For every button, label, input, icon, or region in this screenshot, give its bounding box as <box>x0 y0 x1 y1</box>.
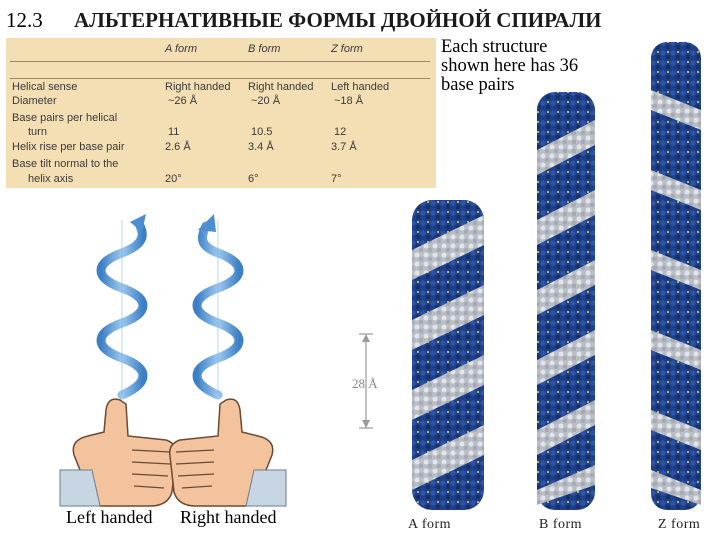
caption-line: Each structure <box>441 37 548 57</box>
header-b-form: B form <box>248 43 281 55</box>
arrow-icon <box>198 214 216 232</box>
right-handed-label: Right handed <box>180 507 277 527</box>
caption-line: shown here has 36 <box>441 56 579 76</box>
z-form-model <box>651 42 701 510</box>
table-cell: ~26 Å <box>168 95 198 107</box>
properties-table <box>6 38 436 188</box>
left-handed-label: Left handed <box>66 507 153 527</box>
table-cell: 7° <box>331 173 342 185</box>
b-form-model <box>537 92 595 510</box>
a-form-model <box>412 200 484 510</box>
table-cell: 12 <box>334 126 347 138</box>
row-label: Helix rise per base pair <box>12 141 125 153</box>
left-hand-icon <box>59 398 178 507</box>
left-handed-helix <box>96 214 148 400</box>
arrow-icon <box>130 214 146 232</box>
header-z-form: Z form <box>331 43 363 55</box>
table-cell: ~18 Å <box>334 95 364 107</box>
scale-label: 28 Å <box>352 376 378 391</box>
table-cell: ~20 Å <box>251 95 281 107</box>
table-cell: 10.5 <box>251 126 273 138</box>
a-form-label: A form <box>408 517 452 532</box>
right-handed-helix <box>192 214 244 400</box>
row-label: Base tilt normal to the <box>12 158 119 170</box>
table-rule-header <box>10 78 430 79</box>
table-cell: 2.6 Å <box>165 141 191 153</box>
table-cell: Right handed <box>165 81 231 93</box>
table-cell: Left handed <box>331 81 390 93</box>
row-label: Diameter <box>12 95 57 107</box>
row-label: Base pairs per helical <box>12 112 118 124</box>
caption-line: base pairs <box>441 75 515 95</box>
table-cell: 11 <box>168 126 180 138</box>
table-cell: 6° <box>248 173 259 185</box>
right-hand-icon <box>168 398 287 507</box>
section-number: 12.3 <box>6 8 43 32</box>
row-label: helix axis <box>28 173 74 185</box>
row-label: turn <box>28 126 47 138</box>
z-form-label: Z form <box>658 517 701 532</box>
b-form-label: B form <box>539 517 583 532</box>
structure-caption: Each structure shown here has 36 base pa… <box>441 38 621 95</box>
header-a-form: A form <box>165 43 197 55</box>
table-cell: 20° <box>165 173 182 185</box>
table-cell: Right handed <box>248 81 314 93</box>
row-label: Helical sense <box>12 81 78 93</box>
table-rule-top <box>10 61 430 62</box>
table-cell: 3.4 Å <box>248 141 274 153</box>
table-cell: 3.7 Å <box>331 141 357 153</box>
slide-title: АЛЬТЕРНАТИВНЫЕ ФОРМЫ ДВОЙНОЙ СПИРАЛИ <box>74 8 602 32</box>
scale-bar <box>359 333 373 429</box>
